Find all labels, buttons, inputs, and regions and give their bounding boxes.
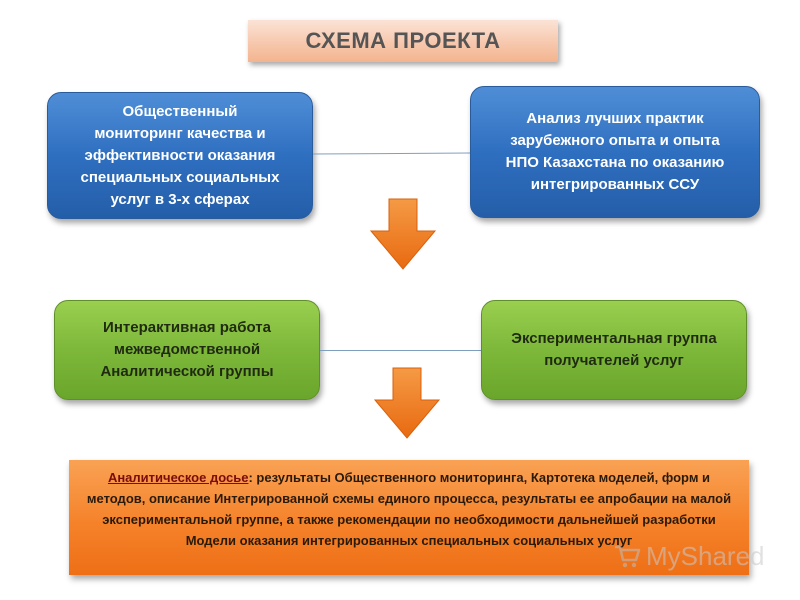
box-experimental-group: Экспериментальная группа получателей усл… — [481, 300, 747, 400]
box-line: услуг в 3-х сферах — [110, 190, 250, 208]
box-line: Общественный — [122, 102, 238, 120]
box-interactive-work-text: Интерактивная работа межведомственной Ан… — [100, 317, 273, 383]
box-line: Аналитической группы — [100, 363, 274, 380]
box-line: мониторинг качества и — [94, 124, 266, 142]
box-public-monitoring: Общественный мониторинг качества и эффек… — [47, 92, 313, 219]
analytical-dossier-box: Аналитическое досье: результаты Обществе… — [69, 460, 749, 575]
box-line: Интерактивная работа — [103, 319, 271, 336]
box-experimental-group-text: Экспериментальная группа получателей усл… — [511, 328, 716, 372]
box-line: Экспериментальная группа — [511, 330, 717, 347]
box-best-practices-text: Анализ лучших практик зарубежного опыта … — [506, 108, 725, 196]
watermark-text: MyShared — [646, 540, 765, 571]
watermark: MyShared — [612, 538, 772, 574]
cart-icon — [615, 545, 641, 568]
box-line: эффективности оказания — [84, 146, 276, 164]
dossier-text: : результаты Общественного мониторинга, … — [86, 470, 732, 548]
box-line: получателей услуг — [544, 352, 684, 369]
box-interactive-work: Интерактивная работа межведомственной Ан… — [54, 300, 320, 400]
box-line: зарубежного опыта и опыта — [510, 132, 720, 149]
title-box: СХЕМА ПРОЕКТА — [248, 20, 558, 62]
box-best-practices: Анализ лучших практик зарубежного опыта … — [470, 86, 760, 218]
box-line: межведомственной — [113, 341, 261, 358]
page-title: СХЕМА ПРОЕКТА — [305, 28, 501, 53]
box-line: Анализ лучших практик — [526, 110, 704, 127]
box-line: НПО Казахстана по оказанию — [505, 154, 725, 171]
down-arrow-icon — [369, 198, 437, 270]
dossier-lead: Аналитическое досье — [107, 470, 249, 485]
box-public-monitoring-text: Общественный мониторинг качества и эффек… — [81, 101, 280, 211]
down-arrow-icon — [373, 367, 441, 439]
connector-line-middle — [320, 350, 481, 351]
box-line: интегрированных ССУ — [530, 176, 700, 193]
connector-line-top — [312, 152, 471, 155]
box-line: специальных социальных — [80, 168, 280, 186]
